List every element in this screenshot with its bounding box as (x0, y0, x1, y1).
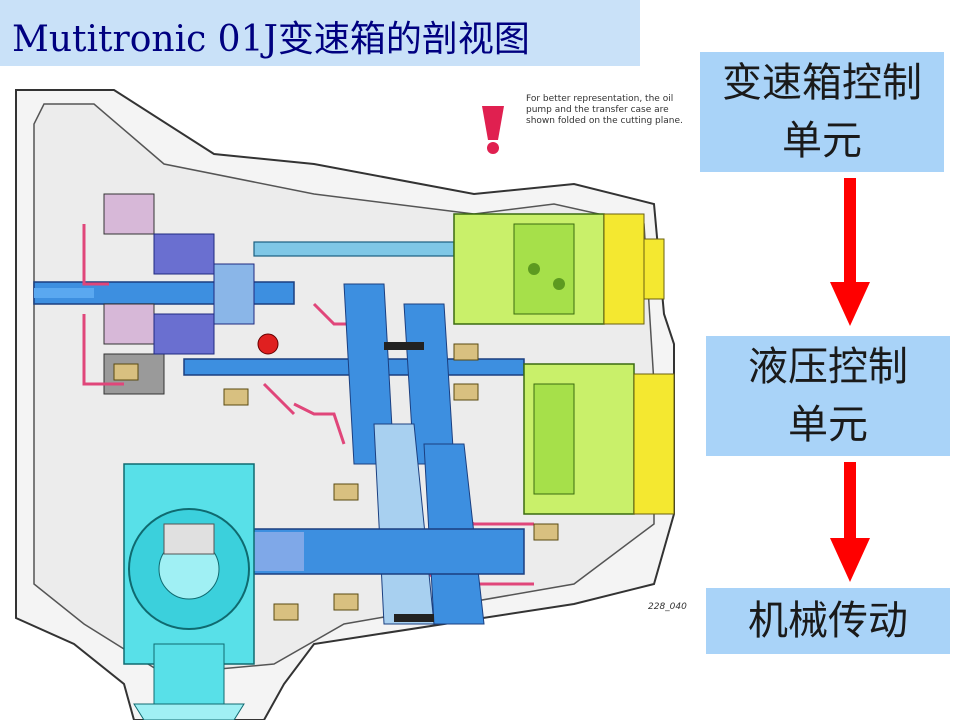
down-arrow-icon (830, 178, 870, 326)
down-arrow-icon (830, 462, 870, 582)
transmission-control-unit (453, 213, 665, 325)
title-bar: Mutitronic 01J变速箱的剖视图 (0, 0, 640, 66)
step3-label: 机械传动 (748, 598, 908, 644)
hydraulic-control-unit (523, 363, 675, 515)
diagram-note: For better representation, the oil pump … (526, 94, 683, 126)
step1-line1: 变速箱控制 (722, 60, 922, 106)
page-title: Mutitronic 01J变速箱的剖视图 (12, 19, 530, 60)
flow-step-mechanical-transmission: 机械传动 (706, 588, 950, 654)
step2-line1: 液压控制 (748, 344, 908, 390)
figure-id: 228_040 (648, 602, 687, 612)
step1-line2: 单元 (782, 118, 862, 164)
step2-line2: 单元 (788, 402, 868, 448)
differential (123, 463, 255, 720)
flow-step-hydraulic-control-unit: 液压控制单元 (706, 336, 950, 456)
transmission-cross-section-diagram (15, 89, 675, 720)
forward-clutch-pack (103, 193, 255, 395)
flow-step-transmission-control-unit: 变速箱控制单元 (700, 52, 944, 172)
exclamation-icon (482, 106, 504, 154)
